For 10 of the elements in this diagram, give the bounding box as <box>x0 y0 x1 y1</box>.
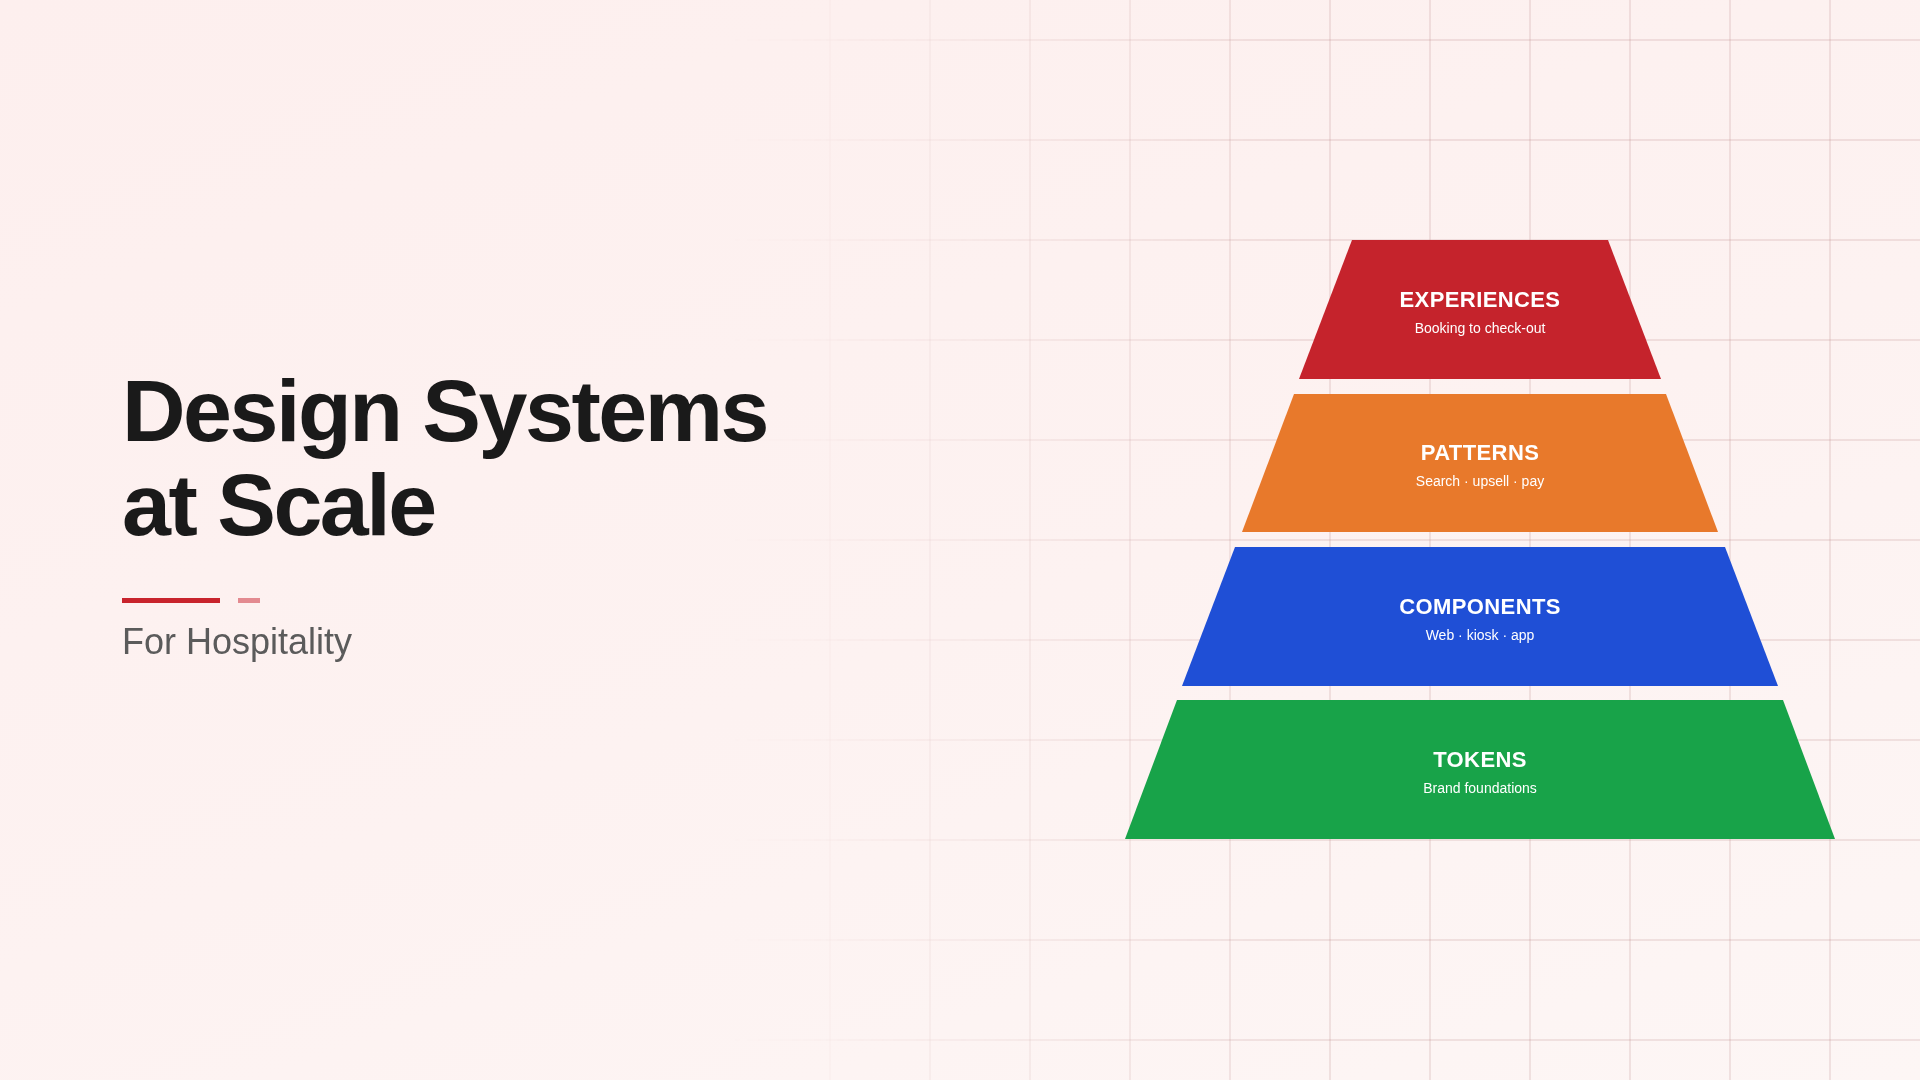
tier-subtitle: Brand foundations <box>1423 778 1537 797</box>
tier-title: PATTERNS <box>1420 440 1540 466</box>
tier-subtitle: Web · kiosk · app <box>1425 625 1535 644</box>
tier-subtitle: Booking to check-out <box>1414 318 1546 337</box>
tier-subtitle: Search · upsell · pay <box>1415 472 1545 490</box>
page-title: Design Systems at Scale <box>122 364 768 552</box>
subtitle: For Hospitality <box>122 620 353 664</box>
tier-title: COMPONENTS <box>1399 593 1561 620</box>
tier-title: TOKENS <box>1433 746 1527 773</box>
tier-title: EXPERIENCES <box>1399 286 1561 313</box>
